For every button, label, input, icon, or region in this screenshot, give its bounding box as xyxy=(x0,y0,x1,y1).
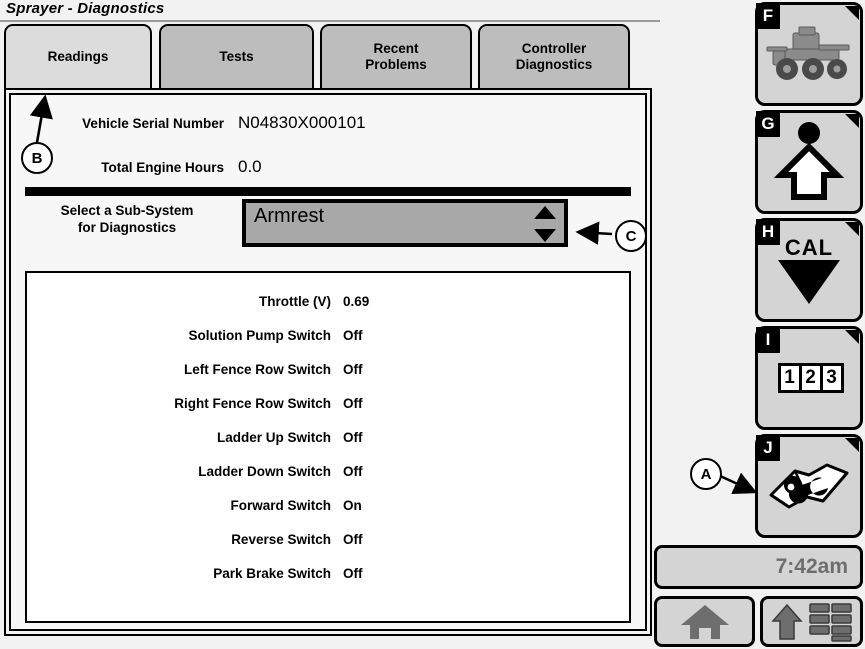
reading-row: Reverse Switch Off xyxy=(27,525,629,553)
sidebar-button-f[interactable]: F xyxy=(755,2,863,106)
tab-readings-label: Readings xyxy=(47,49,109,65)
reading-label: Right Fence Row Switch xyxy=(174,395,331,411)
main-panel: Vehicle Serial Number N04830X000101 Tota… xyxy=(4,88,652,636)
reading-value: Off xyxy=(343,463,363,479)
reading-label: Reverse Switch xyxy=(231,531,331,547)
numeric-keypad-icon: 1 2 3 xyxy=(758,329,860,427)
keypad-digit: 3 xyxy=(819,363,844,393)
sidebar-button-h[interactable]: H CAL xyxy=(755,218,863,322)
reading-row: Solution Pump Switch Off xyxy=(27,321,629,349)
section-separator xyxy=(25,187,631,196)
menu-button[interactable] xyxy=(760,596,863,647)
corner-marker-icon xyxy=(845,222,859,236)
home-button[interactable] xyxy=(654,596,755,647)
callout-c: C xyxy=(615,220,647,252)
reading-value: Off xyxy=(343,327,363,343)
service-manual-wrench-icon xyxy=(758,437,860,535)
reading-row: Ladder Down Switch Off xyxy=(27,457,629,485)
clock-time: 7:42am xyxy=(775,555,848,578)
arrow-up-with-dot-icon xyxy=(758,113,860,211)
triangle-up-icon[interactable] xyxy=(534,206,556,219)
clock-display: 7:42am xyxy=(654,545,863,589)
sprayer-vehicle-icon xyxy=(758,5,860,103)
reading-row: Ladder Up Switch Off xyxy=(27,423,629,451)
reading-value: Off xyxy=(343,361,363,377)
callout-b: B xyxy=(21,142,53,174)
home-icon xyxy=(680,604,729,639)
sidebar-button-g[interactable]: G xyxy=(755,110,863,214)
reading-row: Right Fence Row Switch Off xyxy=(27,389,629,417)
sidebar-key-g: G xyxy=(756,111,780,137)
serial-number-row: Vehicle Serial Number N04830X000101 xyxy=(29,113,366,133)
tab-tests-label: Tests xyxy=(219,49,254,65)
reading-row: Park Brake Switch Off xyxy=(27,559,629,587)
sidebar-button-j[interactable]: J xyxy=(755,434,863,538)
callout-a: A xyxy=(690,458,722,490)
sidebar-key-j: J xyxy=(756,435,780,461)
tab-tests[interactable]: Tests xyxy=(159,24,314,88)
reading-row: Throttle (V) 0.69 xyxy=(27,287,629,315)
triangle-down-icon xyxy=(778,259,840,304)
corner-marker-icon xyxy=(845,330,859,344)
serial-number-label: Vehicle Serial Number xyxy=(82,116,224,131)
reading-row: Forward Switch On xyxy=(27,491,629,519)
reading-value: Off xyxy=(343,429,363,445)
engine-hours-value: 0.0 xyxy=(238,157,262,176)
reading-value: Off xyxy=(343,565,363,581)
reading-value: On xyxy=(343,497,362,513)
serial-number-value: N04830X000101 xyxy=(238,113,366,132)
sidebar-key-f: F xyxy=(756,3,780,29)
reading-label: Left Fence Row Switch xyxy=(183,361,331,377)
subsystem-dropdown[interactable]: Armrest xyxy=(242,199,568,247)
calibration-icon: CAL xyxy=(758,221,860,319)
keypad-digit: 2 xyxy=(798,363,823,393)
reading-label: Ladder Down Switch xyxy=(198,463,331,479)
sidebar-button-i[interactable]: I 1 2 3 xyxy=(755,326,863,430)
engine-hours-row: Total Engine Hours 0.0 xyxy=(29,157,262,177)
corner-marker-icon xyxy=(845,438,859,452)
cal-label: CAL xyxy=(784,234,834,260)
reading-value: Off xyxy=(343,531,363,547)
reading-row: Left Fence Row Switch Off xyxy=(27,355,629,383)
engine-hours-label: Total Engine Hours xyxy=(101,160,224,175)
corner-marker-icon xyxy=(845,6,859,20)
title-divider xyxy=(0,20,660,22)
reading-label: Solution Pump Switch xyxy=(188,327,332,343)
reading-label: Ladder Up Switch xyxy=(216,429,331,445)
tab-readings[interactable]: Readings xyxy=(4,24,152,88)
reading-value: 0.69 xyxy=(343,293,370,309)
subsystem-selected-value: Armrest xyxy=(254,205,324,227)
arrow-up-menu-icon xyxy=(770,602,852,642)
main-panel-inner: Vehicle Serial Number N04830X000101 Tota… xyxy=(9,93,647,631)
reading-label: Park Brake Switch xyxy=(213,565,331,581)
reading-value: Off xyxy=(343,395,363,411)
corner-marker-icon xyxy=(845,114,859,128)
reading-label: Forward Switch xyxy=(230,497,331,513)
sidebar-key-i: I xyxy=(756,327,780,353)
triangle-down-icon[interactable] xyxy=(534,229,556,242)
reading-label: Throttle (V) xyxy=(259,293,331,309)
readings-list: Throttle (V) 0.69 Solution Pump Switch O… xyxy=(25,271,631,623)
page-title: Sprayer - Diagnostics xyxy=(6,0,165,17)
sidebar-key-h: H xyxy=(756,219,780,245)
subsystem-spinner[interactable] xyxy=(530,206,560,242)
